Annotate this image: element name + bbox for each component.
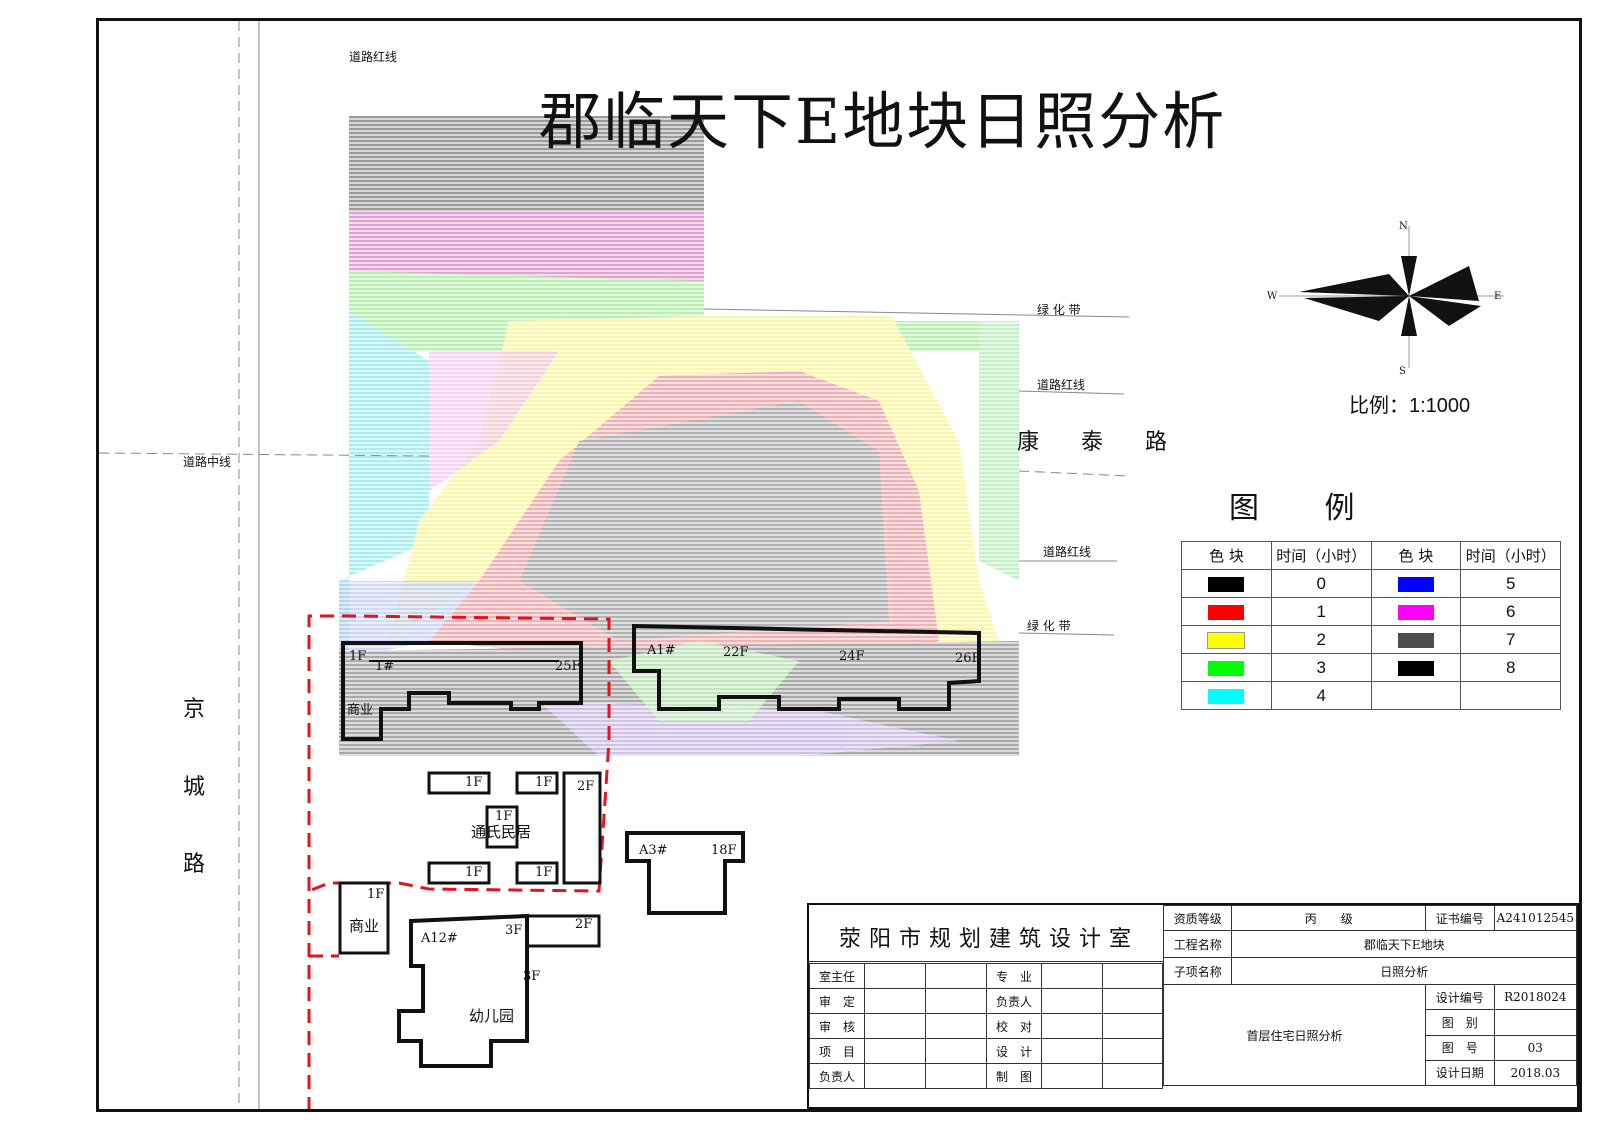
legend-header: 色 块: [1181, 541, 1272, 570]
legend-swatch: [1208, 661, 1245, 676]
building-1: [341, 641, 583, 741]
road-jingcheng-1: 京: [183, 697, 206, 722]
legend-value: 5: [1460, 569, 1561, 598]
road-lines: [99, 21, 1130, 1109]
building-a1: [632, 623, 981, 711]
res-1f-e: 1F: [535, 865, 553, 880]
legend-swatch: [1397, 605, 1434, 620]
compass-rose: [1279, 226, 1504, 368]
b1-floor-label: 1F: [349, 649, 367, 664]
building-a3: [625, 831, 745, 915]
road-jingcheng-3: 路: [183, 852, 206, 877]
legend-value: 1: [1270, 597, 1372, 626]
drawing-name: 首层住宅日照分析: [1163, 984, 1426, 1086]
legend-value: 3: [1270, 653, 1372, 682]
sunlight-field: [339, 116, 1024, 756]
shop-name-label: 商业: [349, 917, 380, 935]
b1-shop-label: 商业: [347, 703, 374, 718]
a1-floor-2: 24F: [839, 649, 865, 664]
a12-name-label: A12#: [421, 931, 458, 946]
road-kangtai-2: 泰: [1081, 430, 1104, 455]
legend-row: 4: [1181, 681, 1561, 710]
res-name: 通氏民居: [471, 823, 532, 841]
legend-swatch: [1208, 605, 1245, 620]
legend-swatch: [1397, 633, 1434, 648]
res-1f-c: 1F: [495, 809, 513, 824]
legend-header-row: 色 块 时间（小时） 色 块 时间（小时）: [1181, 541, 1561, 570]
legend-value: 2: [1270, 625, 1372, 654]
legend-header: 时间（小时）: [1460, 541, 1561, 570]
legend-value: 7: [1460, 625, 1561, 654]
res-1f-a: 1F: [465, 775, 483, 790]
road-center-line: 道路中线: [183, 455, 232, 469]
residence-group: [427, 771, 602, 885]
site-plan: [99, 21, 1504, 1109]
legend-row: 0 5: [1181, 569, 1561, 598]
kindergarten-label: 幼儿园: [469, 1007, 515, 1025]
a3-floor-label: 18F: [711, 843, 737, 858]
legend-swatch: [1208, 577, 1245, 592]
a1-floor-1: 22F: [723, 645, 749, 660]
building-a12-annex: [525, 914, 601, 948]
b1-name-label: 1#: [375, 659, 395, 674]
project-table: 资质等级 丙 级 证书编号 A241012545 工程名称 郡临天下E地块 子项…: [1162, 905, 1578, 1087]
legend-row: 3 8: [1181, 653, 1561, 682]
road-red-line-top: 道路红线: [349, 50, 398, 64]
role-table: 室主任专 业 审 定负责人 审 核校 对 项 目设 计 负责人制 图: [809, 963, 1163, 1089]
a12-2f: 2F: [575, 917, 593, 932]
title-block: [807, 903, 1579, 1109]
road-kangtai-3: 路: [1145, 430, 1168, 455]
legend-row: 2 7: [1181, 625, 1561, 654]
legend-value: 6: [1460, 597, 1561, 626]
legend-table: 色 块 时间（小时） 色 块 时间（小时） 0 5 1 6 2 7 3 8: [1181, 541, 1561, 710]
res-2f: 2F: [577, 779, 595, 794]
a1-floor-3: 26F: [955, 651, 981, 666]
legend-value: 0: [1270, 569, 1372, 598]
legend-swatch: [1397, 577, 1434, 592]
a1-name-label: A1#: [647, 643, 676, 658]
legend-swatch: [1397, 661, 1434, 676]
shop-floor-label: 1F: [367, 887, 385, 902]
road-red-line-2: 道路红线: [1037, 378, 1086, 392]
legend-swatch: [1208, 689, 1245, 704]
res-1f-b: 1F: [535, 775, 553, 790]
building-commercial: [338, 881, 390, 955]
scale-label: 比例：1:1000: [1349, 395, 1471, 417]
road-jingcheng-2: 城: [183, 775, 206, 800]
compass-w: W: [1267, 291, 1278, 302]
building-a12: [397, 913, 529, 1068]
drawing-frame: 郡临天下E地块日照分析 N S E W 比例：1:1000 道路红线 道路中线 …: [96, 18, 1582, 1112]
green-belt-label-1: 绿 化 带: [1037, 303, 1081, 317]
compass-n: N: [1399, 221, 1408, 232]
road-kangtai-1: 康: [1017, 430, 1040, 455]
legend-title: 图 例: [1229, 491, 1383, 526]
a12-3f-b: 3F: [523, 969, 541, 984]
green-belt-label-2: 绿 化 带: [1027, 619, 1071, 633]
map-title: 郡临天下E地块日照分析: [539, 85, 1227, 158]
b1-height-label: 25F: [555, 659, 581, 674]
legend-swatch: [1207, 631, 1246, 649]
a12-3f-a: 3F: [505, 923, 523, 938]
legend-header: 时间（小时）: [1270, 541, 1372, 570]
legend-header: 色 块: [1370, 541, 1462, 570]
compass-e: E: [1494, 291, 1502, 302]
res-1f-d: 1F: [465, 865, 483, 880]
compass-s: S: [1399, 366, 1406, 377]
office-name: 荥阳市规划建筑设计室: [839, 927, 1140, 952]
legend-row: 1 6: [1181, 597, 1561, 626]
legend-value: 8: [1460, 653, 1561, 682]
road-red-line-3: 道路红线: [1043, 545, 1092, 559]
a3-name-label: A3#: [639, 843, 668, 858]
legend-value: 4: [1270, 681, 1372, 710]
